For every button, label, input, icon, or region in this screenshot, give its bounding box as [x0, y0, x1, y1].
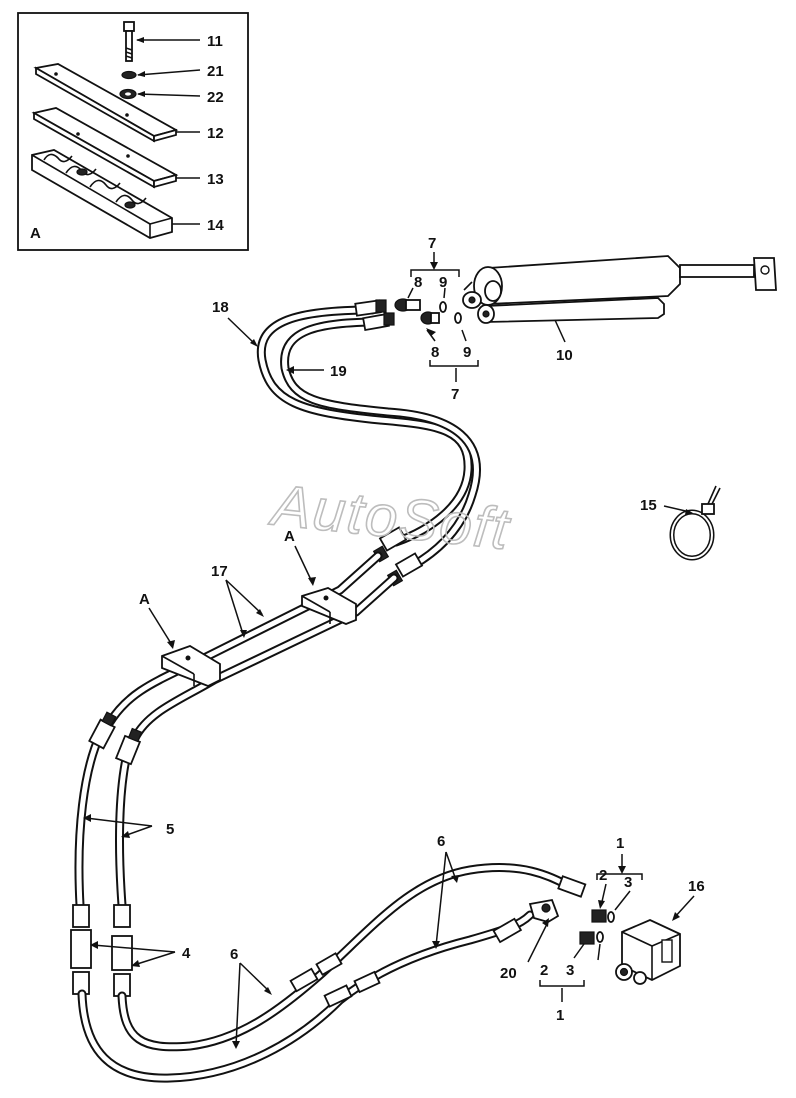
callout-17: 17: [211, 563, 228, 580]
callout-3-top: 3: [624, 874, 632, 891]
hydraulic-cylinder-10: [462, 255, 777, 324]
callout-11: 11: [207, 33, 223, 50]
callout-7-top: 7: [428, 235, 436, 252]
callout-14: 14: [207, 217, 224, 234]
flat-washer-22: [119, 88, 137, 100]
plate-13: [31, 107, 179, 189]
hose-18: [256, 305, 473, 547]
callout-8-top: 8: [414, 274, 422, 291]
callout-6-lower: 6: [230, 946, 238, 963]
hose-6-fittings: [289, 875, 587, 1008]
callout-2-bottom: 2: [540, 962, 548, 979]
callout-12: 12: [207, 125, 224, 142]
hoses-6: [77, 863, 577, 1083]
callout-2-top: 2: [599, 867, 607, 884]
callout-1-top: 1: [616, 835, 624, 852]
fittings-7-group: [394, 252, 479, 382]
lock-washer-21: [121, 70, 137, 80]
callout-a-lower: A: [139, 591, 150, 608]
tube-clamp-lower: [161, 645, 221, 687]
plate-12: [33, 63, 179, 143]
callout-6-upper: 6: [437, 833, 445, 850]
adapters-2-3: [579, 909, 615, 945]
callout-13: 13: [207, 171, 224, 188]
steel-tubes-17: [105, 551, 399, 743]
callout-19: 19: [330, 363, 347, 380]
clamp-block-14: [31, 149, 173, 239]
callout-9-top: 9: [439, 274, 447, 291]
callout-16: 16: [688, 878, 705, 895]
callout-18: 18: [212, 299, 229, 316]
control-valve-16: [615, 919, 681, 985]
tube-clamp-upper: [301, 587, 357, 625]
callout-22: 22: [207, 89, 224, 106]
callout-5: 5: [166, 821, 174, 838]
callout-15: 15: [640, 497, 657, 514]
callout-7-bottom: 7: [451, 386, 459, 403]
hose-19: [280, 317, 481, 571]
callout-a-upper: A: [284, 528, 295, 545]
callout-10: 10: [556, 347, 573, 364]
inset-detail-a: 11 21 22 12 13 14 A: [17, 12, 249, 251]
callout-4: 4: [182, 945, 191, 962]
callout-21: 21: [207, 63, 224, 80]
callout-3-bottom: 3: [566, 962, 574, 979]
inset-label: A: [30, 225, 41, 242]
callout-20: 20: [500, 965, 517, 982]
elbow-20: [528, 898, 560, 923]
couplers-4: [70, 904, 133, 997]
bolt-11: [123, 21, 135, 62]
callout-1-bottom: 1: [556, 1007, 564, 1024]
callout-9-bottom: 9: [463, 344, 471, 361]
cable-tie-15: [669, 485, 721, 561]
callout-8-bottom: 8: [431, 344, 439, 361]
